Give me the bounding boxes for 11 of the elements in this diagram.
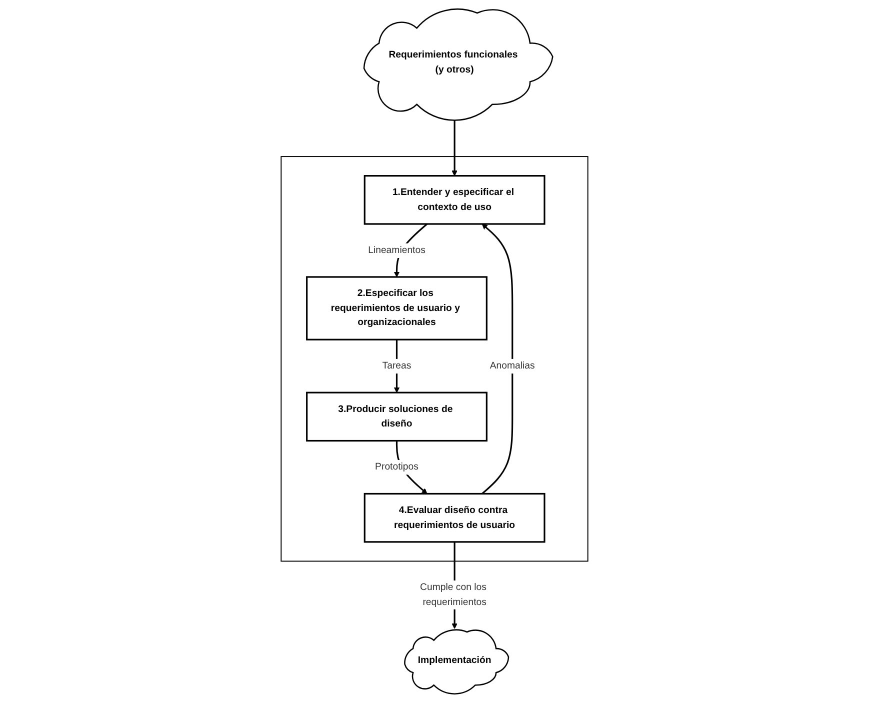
arrow bbox=[482, 223, 514, 494]
node-box: 2.Especificar los requerimientos de usuario y organizacionales bbox=[306, 276, 488, 340]
edge-label: Cumple con los requerimientos bbox=[420, 581, 486, 607]
node-box: 1.Entender y especificar el contexto de uso bbox=[364, 174, 546, 224]
edge-label: Anomalias bbox=[490, 360, 535, 371]
edge-label: Prototipos bbox=[375, 460, 418, 472]
edge-label: Lineamientos bbox=[368, 244, 426, 255]
edge-label: Tareas bbox=[382, 360, 412, 371]
cluster bbox=[280, 156, 588, 562]
node-box: 3.Producir soluciones de diseño bbox=[306, 391, 488, 442]
node-box: 4.Evaluar diseño contra requerimientos de usuario bbox=[364, 492, 546, 542]
